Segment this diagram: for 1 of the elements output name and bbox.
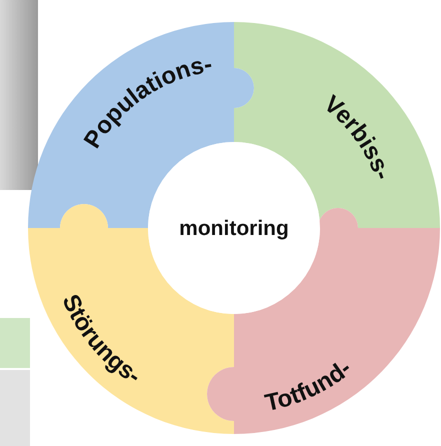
center-label: monitoring xyxy=(179,217,289,240)
